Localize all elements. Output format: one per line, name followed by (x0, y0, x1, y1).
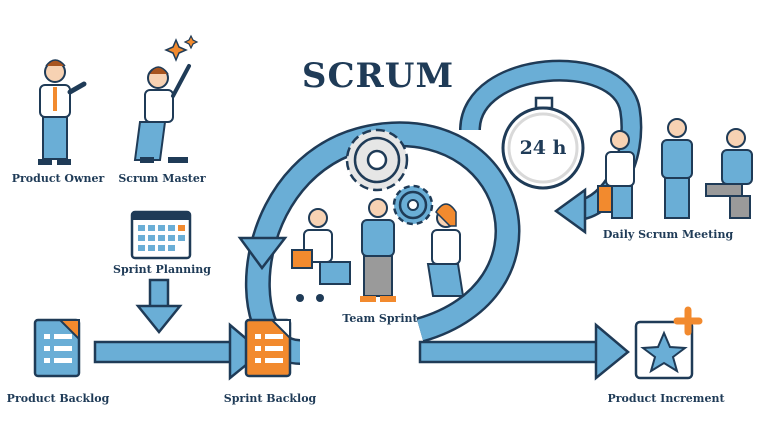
stopwatch-icon (501, 96, 585, 190)
sprint-backlog-icon (244, 318, 292, 378)
calendar-icon (130, 210, 192, 260)
team-sprint-label: Team Sprint (342, 312, 418, 325)
gear-icon (345, 128, 409, 192)
team-sprint-people (291, 198, 465, 302)
product-backlog-icon (33, 318, 81, 378)
planning-down-arrow (135, 278, 183, 334)
sprint-planning-label: Sprint Planning (113, 263, 211, 276)
gear-small-icon (392, 184, 434, 226)
product-increment-label: Product Increment (607, 392, 725, 405)
backlog-to-sprint-arrow (93, 322, 264, 381)
scrum-master-person (133, 34, 199, 163)
scrum-master-label: Scrum Master (118, 172, 206, 185)
diagram-title: SCRUM (301, 56, 455, 96)
product-increment-icon (634, 306, 703, 380)
timer-label: 24 h (519, 137, 567, 159)
daily-scrum-people (597, 118, 753, 219)
product-backlog-label: Product Backlog (6, 392, 110, 405)
product-owner-person (38, 59, 87, 165)
daily-scrum-label: Daily Scrum Meeting (602, 228, 734, 241)
sprint-backlog-label: Sprint Backlog (223, 392, 317, 405)
sprint-to-increment-arrow (418, 322, 630, 381)
product-owner-label: Product Owner (11, 172, 105, 185)
